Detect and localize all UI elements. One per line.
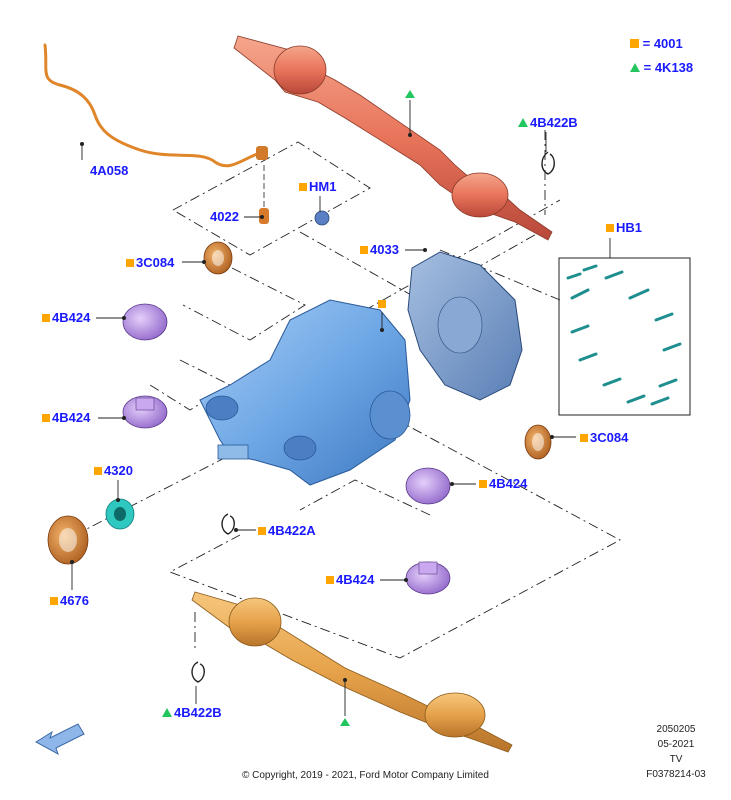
leader-lines (71, 100, 611, 716)
label-4b422a-text: 4B422A (268, 523, 316, 538)
label-4b424-right: 4B424 (479, 477, 527, 491)
square-marker-icon (50, 597, 58, 605)
halfshaft-upper (233, 35, 553, 241)
ref-line-4: F0378214-03 (646, 769, 706, 780)
square-marker-housing (378, 300, 386, 308)
wiring-harness (43, 43, 264, 168)
label-4b424-bottom-text: 4B424 (336, 572, 375, 587)
label-4a058: 4A058 (90, 164, 128, 178)
label-4320-text: 4320 (104, 463, 133, 478)
legend-triangle: = 4K138 (630, 60, 693, 75)
label-hb1-text: HB1 (616, 220, 643, 235)
square-marker-icon (258, 527, 266, 535)
square-marker-icon (479, 480, 487, 488)
drawing-reference: 2050205 05-2021 TV F0378214-03 (636, 722, 716, 782)
nut-4320 (105, 498, 135, 530)
label-4b422b-top-text: 4B422B (530, 115, 578, 130)
label-3c084-left: 3C084 (126, 256, 174, 270)
label-4b424-mid-text: 4B424 (52, 410, 91, 425)
seal-3c084-right (524, 424, 552, 460)
label-hb1: HB1 (606, 221, 642, 235)
snap-ring-4b422b-top (541, 151, 555, 175)
bolt-set (566, 264, 682, 406)
seal-4676 (47, 515, 89, 565)
label-4b424-bottom: 4B424 (326, 573, 374, 587)
square-marker-icon (42, 414, 50, 422)
copyright-text: © Copyright, 2019 - 2021, Ford Motor Com… (242, 770, 489, 781)
label-4a058-text: 4A058 (90, 163, 129, 178)
label-4b422a: 4B422A (258, 524, 316, 538)
plug-4b424-mid (122, 395, 168, 429)
label-3c084-right-text: 3C084 (590, 430, 629, 445)
plug-4b424-top (122, 303, 168, 341)
legend-square: = 4001 (630, 36, 683, 51)
label-4b424-mid: 4B424 (42, 411, 90, 425)
square-marker-icon (42, 314, 50, 322)
label-4033: 4033 (360, 243, 399, 257)
bolt-set-frame (558, 257, 691, 416)
sensor-4022-part (259, 208, 269, 224)
label-4b422b-top: 4B422B (518, 116, 578, 130)
legend-triangle-text: = 4K138 (643, 60, 694, 75)
square-marker-icon (360, 246, 368, 254)
label-4b422b-bottom: 4B422B (162, 706, 222, 720)
leader-dots (70, 133, 554, 682)
seal-3c084-left (203, 241, 233, 275)
differential-housing (199, 299, 411, 486)
square-marker-icon (94, 467, 102, 475)
plug-4b424-bottom (405, 561, 451, 595)
label-4676-text: 4676 (60, 593, 89, 608)
snap-ring-4b422a (221, 513, 235, 535)
triangle-marker-icon (162, 708, 172, 717)
label-4b424-top-text: 4B424 (52, 310, 91, 325)
plug-4b424-right (405, 467, 451, 505)
label-4022-text: 4022 (210, 209, 239, 224)
label-4022: 4022 (210, 210, 239, 224)
halfshaft-lower (191, 591, 513, 753)
square-marker-icon (126, 259, 134, 267)
square-marker-icon (606, 224, 614, 232)
square-marker-icon (299, 183, 307, 191)
square-marker-icon (630, 39, 639, 48)
snap-ring-4b422b-bottom (191, 661, 205, 683)
label-3c084-right: 3C084 (580, 431, 628, 445)
front-direction-arrow-icon (35, 723, 85, 756)
label-hm1: HM1 (299, 180, 336, 194)
ref-line-3: TV (669, 754, 683, 765)
legend-square-text: = 4001 (642, 36, 683, 51)
label-4b424-right-text: 4B424 (489, 476, 528, 491)
label-4676: 4676 (50, 594, 89, 608)
ref-line-2: 05-2021 (657, 739, 695, 750)
label-3c084-left-text: 3C084 (136, 255, 175, 270)
triangle-marker-icon (518, 118, 528, 127)
label-4b422b-bottom-text: 4B422B (174, 705, 222, 720)
label-4033-text: 4033 (370, 242, 399, 257)
ref-line-1: 2050205 (656, 724, 696, 735)
hm1-nut (314, 210, 330, 226)
label-4b424-top: 4B424 (42, 311, 90, 325)
connector-body (256, 146, 268, 160)
label-4320: 4320 (94, 464, 133, 478)
rear-cover (407, 251, 523, 401)
square-marker-icon (326, 576, 334, 584)
triangle-marker-upper-shaft (405, 90, 415, 98)
square-marker-icon (580, 434, 588, 442)
label-hm1-text: HM1 (309, 179, 337, 194)
triangle-marker-icon (630, 63, 640, 72)
triangle-marker-lower-shaft (340, 718, 350, 726)
